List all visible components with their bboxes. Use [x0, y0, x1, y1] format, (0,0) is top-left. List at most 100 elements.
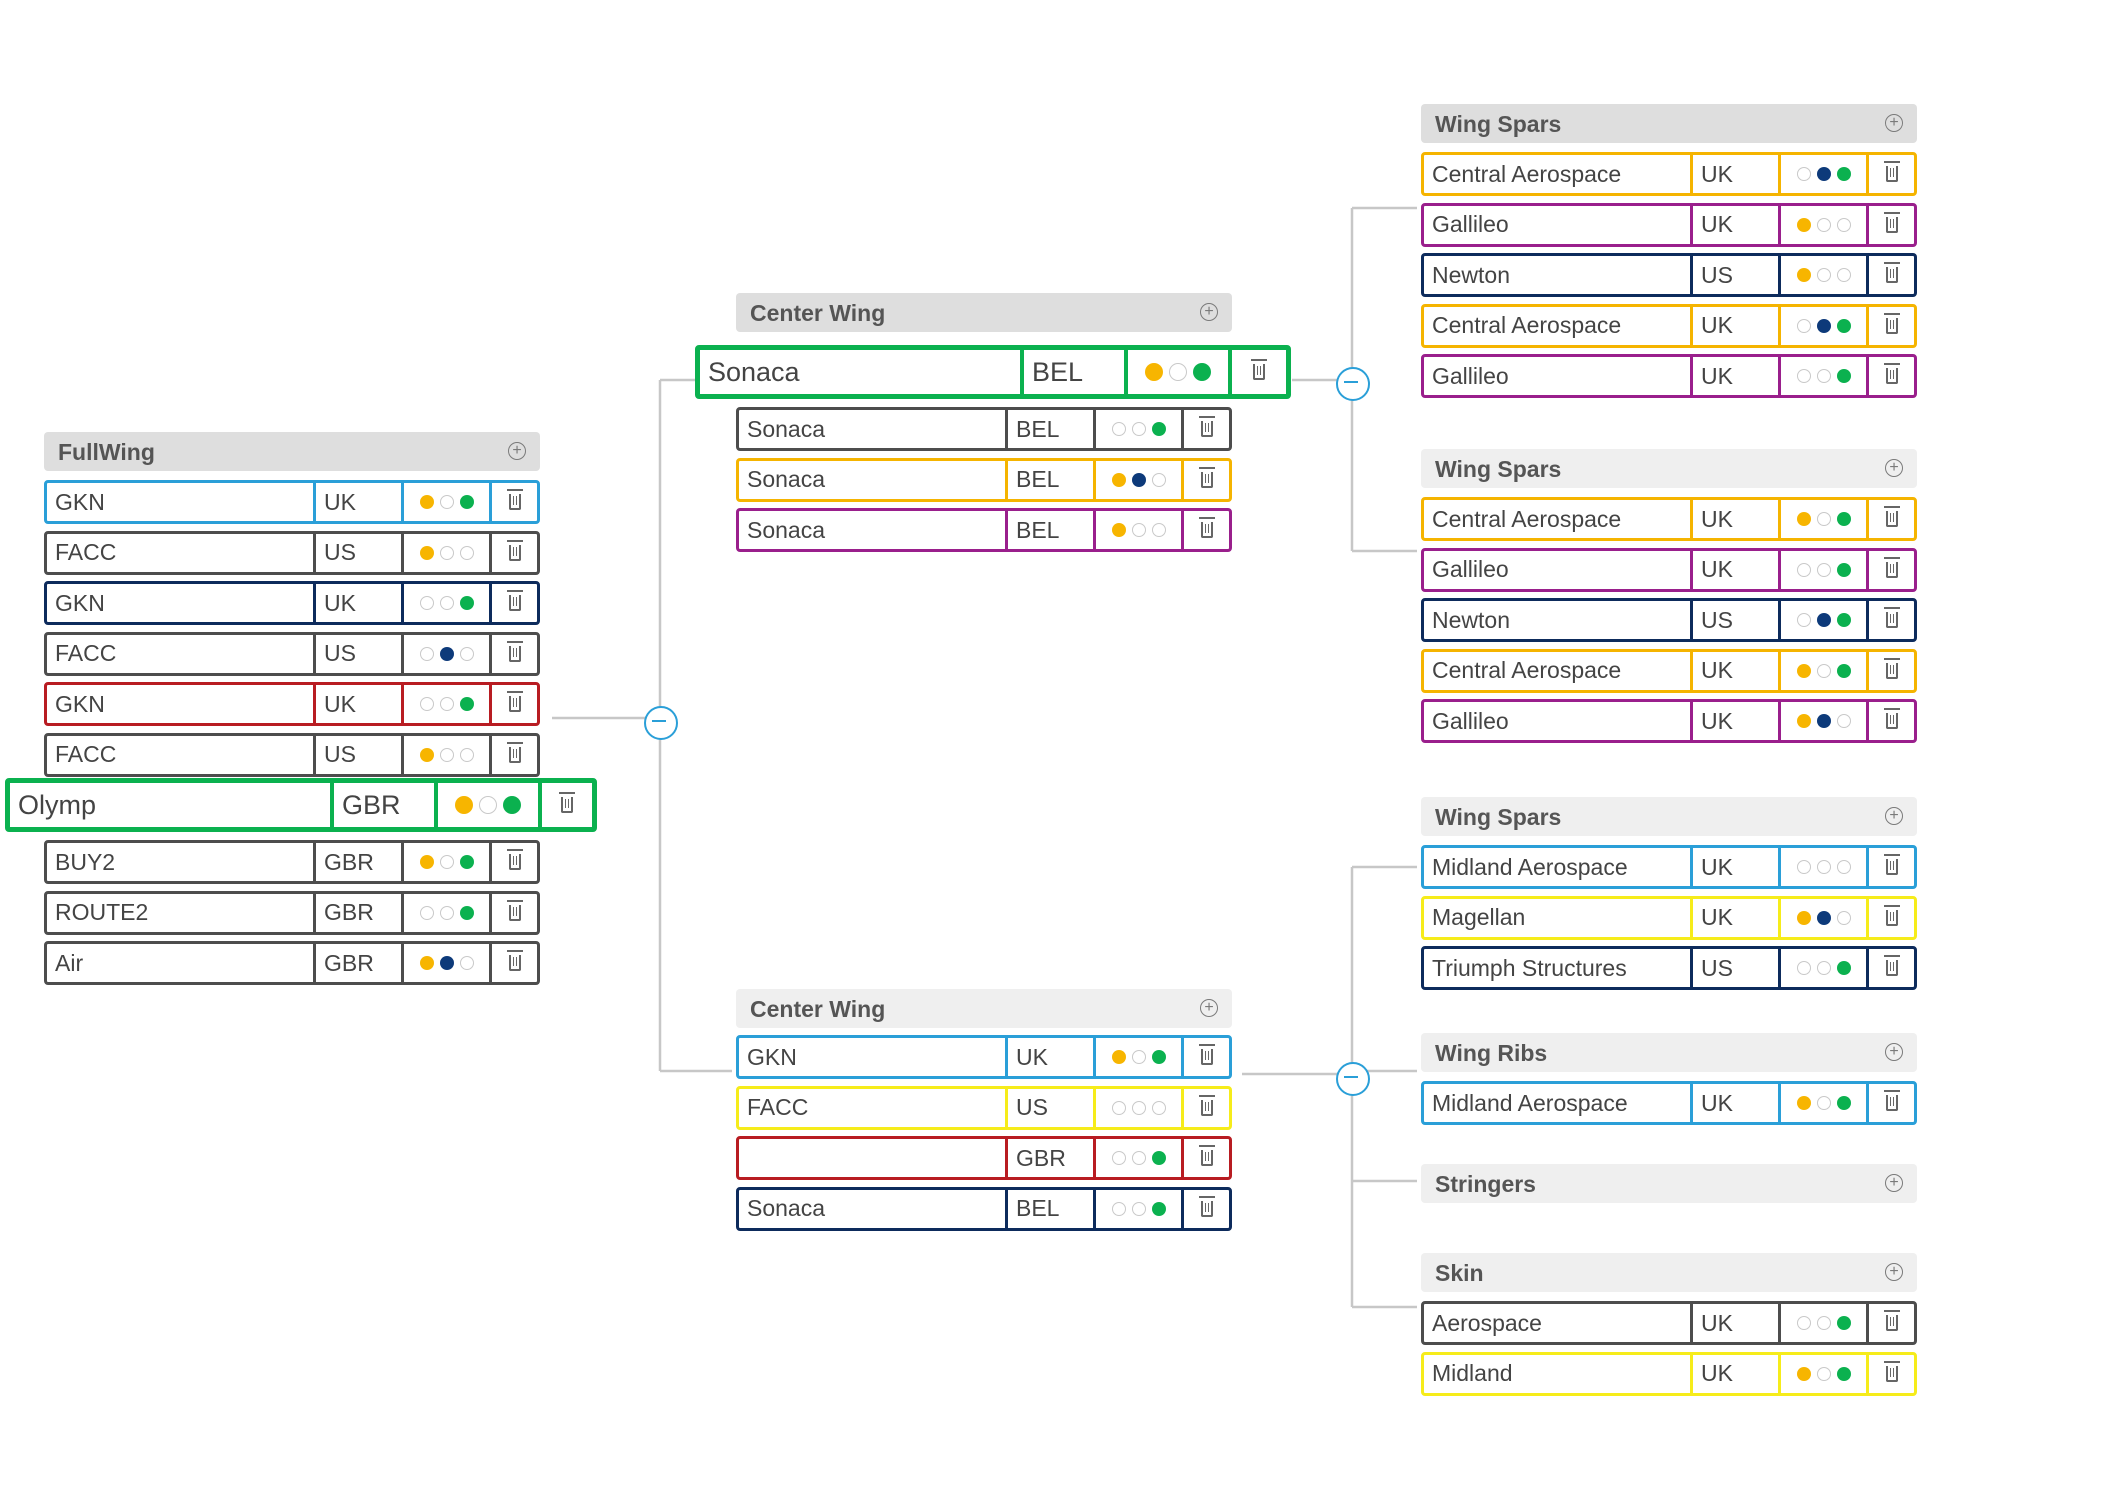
delete-button[interactable] — [1181, 1189, 1229, 1228]
status-dot — [503, 796, 521, 814]
delete-button[interactable] — [1181, 1038, 1229, 1076]
collapse-toggle-icon[interactable] — [1336, 367, 1370, 401]
delete-button[interactable] — [489, 584, 537, 622]
delete-button[interactable] — [489, 685, 537, 723]
collapse-toggle-icon[interactable] — [644, 706, 678, 740]
status-dot — [1796, 663, 1811, 678]
trash-icon — [1883, 1090, 1900, 1111]
delete-button[interactable] — [489, 483, 537, 521]
status-dot — [419, 495, 434, 509]
delete-button[interactable] — [1866, 848, 1914, 886]
delete-button[interactable] — [1866, 357, 1914, 395]
delete-button[interactable] — [1866, 702, 1914, 740]
delete-button[interactable] — [489, 843, 537, 881]
delete-button[interactable] — [1866, 500, 1914, 538]
add-circle-icon[interactable]: + — [1885, 114, 1903, 132]
delete-button[interactable] — [1866, 601, 1914, 639]
delete-button[interactable] — [1866, 205, 1914, 244]
delete-button[interactable] — [1181, 1088, 1229, 1127]
trash-icon — [506, 691, 523, 712]
add-circle-icon[interactable]: + — [1885, 1043, 1903, 1061]
country-code: UK — [1690, 155, 1778, 193]
status-dot — [419, 855, 434, 869]
add-circle-icon[interactable]: + — [1885, 459, 1903, 477]
supplier-row[interactable]: GBR — [736, 1136, 1232, 1180]
status-dot — [1796, 910, 1811, 925]
add-circle-icon[interactable]: + — [1200, 999, 1218, 1017]
delete-button[interactable] — [1866, 306, 1914, 345]
collapse-toggle-icon[interactable] — [1336, 1062, 1370, 1096]
add-circle-icon[interactable]: + — [1200, 303, 1218, 321]
country-code: GBR — [313, 843, 401, 881]
add-circle-icon[interactable]: + — [1885, 807, 1903, 825]
status-dot — [1131, 422, 1146, 436]
status-indicators — [1778, 651, 1866, 690]
delete-button[interactable] — [1228, 350, 1286, 394]
status-dot — [459, 855, 474, 869]
country-code: UK — [1690, 651, 1778, 690]
delete-button[interactable] — [1866, 155, 1914, 193]
status-dot — [1816, 910, 1831, 925]
delete-button[interactable] — [1866, 651, 1914, 690]
supplier-name: Newton — [1432, 606, 1510, 633]
delete-button[interactable] — [1866, 1354, 1914, 1393]
add-circle-icon[interactable]: + — [508, 442, 526, 460]
status-indicators — [1778, 1084, 1866, 1122]
delete-button[interactable] — [489, 735, 537, 774]
status-dot — [1111, 1201, 1126, 1216]
delete-button[interactable] — [1866, 898, 1914, 937]
delete-button[interactable] — [489, 944, 537, 982]
delete-button[interactable] — [1866, 256, 1914, 294]
status-dot — [1836, 369, 1851, 383]
delete-button[interactable] — [1866, 1304, 1914, 1342]
add-circle-icon[interactable]: + — [1885, 1174, 1903, 1192]
delete-button[interactable] — [1181, 1139, 1229, 1177]
delete-button[interactable] — [1866, 949, 1914, 987]
delete-button[interactable] — [489, 634, 537, 673]
delete-button[interactable] — [1181, 511, 1229, 549]
delete-button[interactable] — [1181, 410, 1229, 448]
delete-button[interactable] — [1866, 1084, 1914, 1122]
delete-button[interactable] — [489, 533, 537, 572]
add-circle-icon[interactable]: + — [1885, 1263, 1903, 1281]
delete-button[interactable] — [538, 783, 592, 827]
delete-button[interactable] — [1866, 550, 1914, 589]
delete-button[interactable] — [489, 893, 537, 932]
delete-button[interactable] — [1181, 460, 1229, 499]
group-header: FullWing+ — [44, 432, 540, 471]
